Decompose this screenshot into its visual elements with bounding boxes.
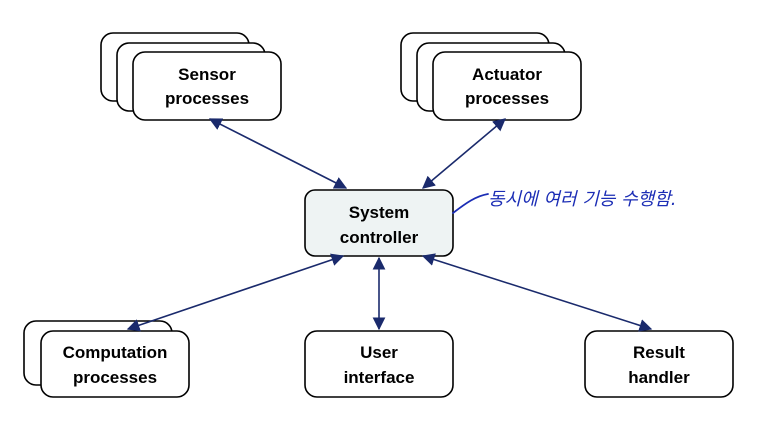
computation-label-line2: processes [73, 368, 157, 387]
edge-controller-result [421, 253, 653, 332]
controller-label-line2: controller [340, 228, 419, 247]
handwritten-annotation: 동시에 여러 기능 수행함. [452, 189, 677, 214]
edge-controller-computation [126, 253, 345, 332]
sensor-label-line2: processes [165, 89, 249, 108]
sensor-label-line1: Sensor [178, 65, 236, 84]
computation-processes-node: Computation processes [23, 320, 190, 398]
computation-label-line1: Computation [63, 343, 168, 362]
result-handler-node: Result handler [584, 330, 734, 398]
sensor-processes-node: Sensor processes [100, 32, 282, 121]
actuator-label-line2: processes [465, 89, 549, 108]
user-interface-label-line2: interface [344, 368, 415, 387]
user-interface-node: User interface [304, 330, 454, 398]
system-controller-node: System controller [304, 189, 454, 257]
result-label-line2: handler [628, 368, 690, 387]
edge-sensor-controller [208, 118, 348, 189]
user-interface-label-line1: User [360, 343, 398, 362]
actuator-label-line1: Actuator [472, 65, 542, 84]
actuator-processes-node: Actuator processes [400, 32, 582, 121]
edge-actuator-controller [422, 118, 506, 189]
annotation-text: 동시에 여러 기능 수행함. [488, 189, 677, 210]
controller-label-line1: System [349, 203, 409, 222]
annotation-pointer-stroke [452, 193, 489, 214]
result-label-line1: Result [633, 343, 685, 362]
